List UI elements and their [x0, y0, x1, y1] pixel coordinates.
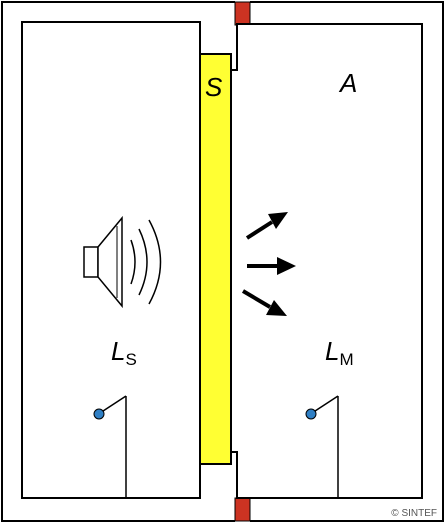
copyright-notice: © SINTEF [391, 508, 437, 519]
top-seal [234, 1, 251, 26]
arrow-down-right [241, 289, 287, 316]
loudspeaker-icon [83, 215, 162, 309]
bottom-seal [234, 497, 251, 522]
outer-wall-right [250, 1, 444, 522]
source-level-label: LS [111, 336, 137, 369]
sound-transmission-arrows [241, 212, 296, 316]
arrow-up-right [245, 212, 288, 240]
receiver-level-subscript: M [339, 350, 353, 369]
arrow-right [247, 257, 296, 275]
source-microphone-icon [93, 395, 127, 498]
area-label: A [338, 68, 357, 98]
outer-wall-left [1, 1, 235, 522]
specimen-label: S [205, 72, 223, 102]
receiver-microphone-icon [305, 395, 339, 498]
receiver-level-label: LM [325, 336, 354, 369]
test-specimen [199, 53, 232, 465]
source-level-subscript: S [125, 350, 136, 369]
receiving-room [230, 23, 423, 499]
